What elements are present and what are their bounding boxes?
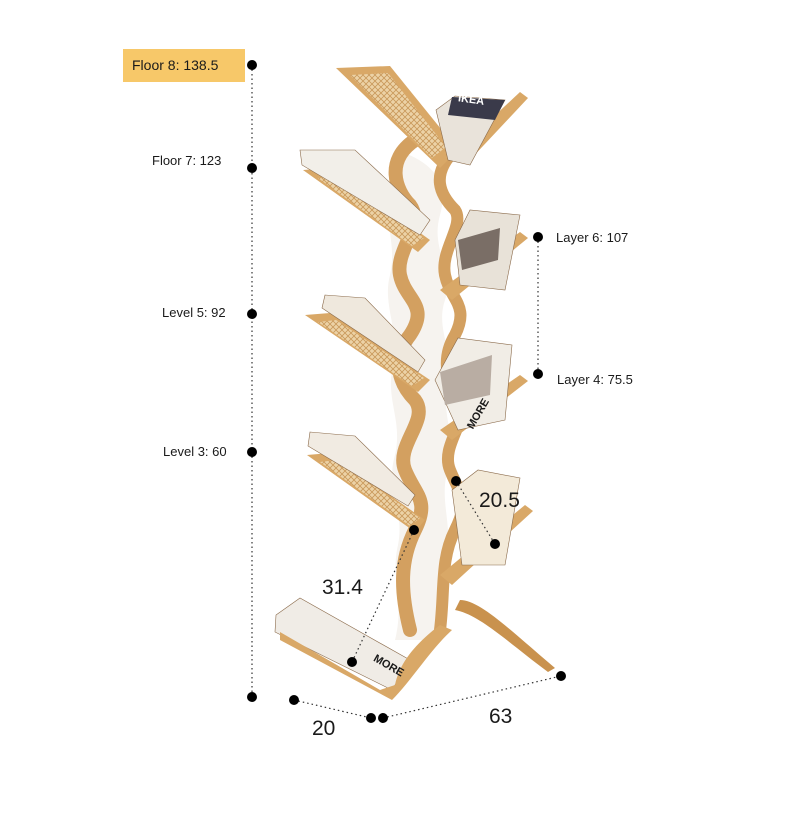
base-cradle — [280, 625, 452, 700]
measure-dot-base-d — [556, 671, 566, 681]
measure-dot-layer6 — [533, 232, 543, 242]
measure-dot-top — [247, 60, 257, 70]
base-leg — [455, 600, 555, 672]
measure-dot-base-a — [289, 695, 299, 705]
layer4-label: Layer 4: 75.5 — [557, 372, 633, 387]
base-depth-label: 20 — [312, 717, 336, 740]
diagonal-label: 31.4 — [322, 576, 363, 599]
measure-dot-level3 — [247, 447, 257, 457]
measure-dot-floor7 — [247, 163, 257, 173]
left-shelves — [303, 66, 458, 532]
level5-label: Level 5: 92 — [162, 305, 226, 320]
measure-lines — [251, 65, 562, 719]
base-width-label: 63 — [489, 705, 513, 728]
measure-dot-base-c — [378, 713, 388, 723]
measure-dot-bottom — [247, 692, 257, 702]
measure-dot-depth-b — [490, 539, 500, 549]
measure-dot-base-b — [366, 713, 376, 723]
measure-dot-diag-a — [409, 525, 419, 535]
books-left — [274, 149, 431, 691]
layer6-label: Layer 6: 107 — [556, 230, 629, 245]
measure-dot-layer4 — [533, 369, 543, 379]
measure-dot-level5 — [247, 309, 257, 319]
books-right — [434, 95, 521, 566]
floor7-label: Floor 7: 123 — [152, 153, 222, 168]
level3-label: Level 3: 60 — [163, 444, 227, 459]
depth-label: 20.5 — [479, 489, 520, 512]
measure-dot-diag-b — [347, 657, 357, 667]
floor8-label: Floor 8: 138.5 — [123, 49, 245, 82]
measure-dot-depth-a — [451, 476, 461, 486]
